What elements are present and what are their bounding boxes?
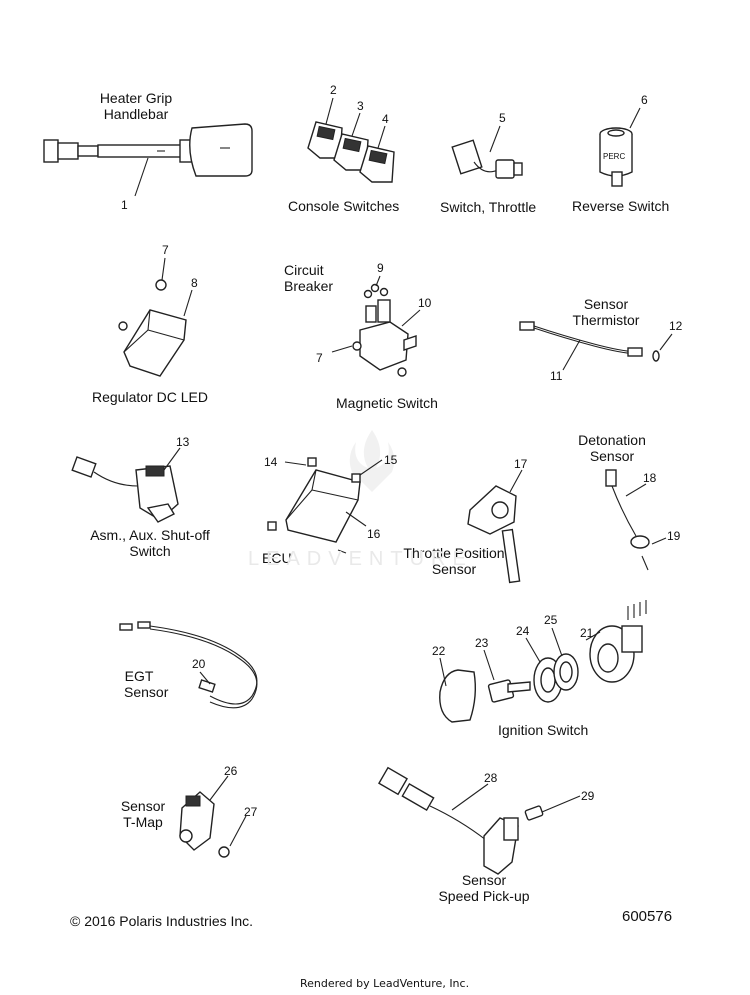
aux-shutoff-switch-part	[71, 456, 179, 523]
callout-8: 8	[191, 276, 198, 290]
label-switch-throttle: Switch, Throttle	[440, 199, 537, 215]
callout-12: 12	[669, 319, 683, 333]
copyright-text: © 2016 Polaris Industries Inc.	[70, 913, 254, 929]
label-detonation-sensor-line1: Detonation	[578, 432, 646, 448]
label-reverse-switch: Reverse Switch	[572, 198, 670, 214]
callout-1: 1	[121, 198, 128, 212]
perc-marking: PERC	[603, 152, 626, 161]
regulator-part	[118, 279, 187, 377]
label-detonation-sensor-line2: Sensor	[589, 448, 635, 464]
callout-24: 24	[516, 624, 530, 638]
label-circuit-breaker: Circuit Breaker	[284, 262, 333, 294]
callout-20: 20	[192, 657, 206, 671]
heater-grip-part	[43, 123, 253, 177]
detonation-sensor-part	[605, 469, 650, 571]
callout-22: 22	[432, 644, 446, 658]
label-tmap-line2: T-Map	[123, 814, 163, 830]
callout-10: 10	[418, 296, 432, 310]
callout-18: 18	[643, 471, 657, 485]
ecu-part	[267, 457, 361, 554]
label-sensor-thermistor: Sensor Thermistor	[566, 296, 646, 328]
label-regulator: Regulator DC LED	[92, 389, 208, 405]
label-egt: EGT Sensor	[124, 668, 169, 700]
callout-25: 25	[544, 613, 558, 627]
callout-29: 29	[581, 789, 595, 803]
rendered-by-text: Rendered by LeadVenture, Inc.	[300, 977, 470, 990]
speed-pickup-sensor-part	[378, 766, 544, 875]
label-aux-shutoff: Asm., Aux. Shut-off Switch	[86, 527, 214, 559]
callout-17: 17	[514, 457, 528, 471]
label-egt-line1: EGT	[124, 668, 154, 684]
console-switches-part	[307, 121, 395, 183]
label-ignition-switch: Ignition Switch	[498, 722, 589, 738]
label-tmap-line1: Sensor	[120, 798, 166, 814]
tmap-sensor-part	[179, 791, 230, 858]
callout-2: 2	[330, 83, 337, 97]
label-aux-shutoff-line1: Asm., Aux. Shut-off	[90, 527, 210, 543]
callout-6: 6	[641, 93, 648, 107]
switch-throttle-part	[451, 139, 523, 179]
callout-16: 16	[367, 527, 381, 541]
label-magnetic-switch: Magnetic Switch	[336, 395, 438, 411]
callout-21: 21	[580, 626, 594, 640]
label-heater-grip-line1: Heater Grip	[99, 90, 173, 106]
label-circuit-breaker-line2: Breaker	[284, 278, 334, 294]
callout-13: 13	[176, 435, 190, 449]
callout-27: 27	[244, 805, 258, 819]
callout-4: 4	[382, 112, 389, 126]
watermark-text: LEADVENTURE	[248, 548, 473, 570]
callout-23: 23	[475, 636, 489, 650]
diagram-number: 600576	[622, 908, 673, 925]
callout-19: 19	[667, 529, 681, 543]
label-heater-grip-line2: Handlebar	[103, 106, 169, 122]
magnetic-switch-part	[352, 283, 417, 377]
label-sensor-thermistor-line1: Sensor	[583, 296, 629, 312]
label-console-switches: Console Switches	[288, 198, 400, 214]
label-aux-shutoff-line2: Switch	[129, 543, 171, 559]
callout-7b: 7	[316, 351, 323, 365]
callout-26: 26	[224, 764, 238, 778]
label-tmap: Sensor T-Map	[116, 798, 170, 830]
label-ecu: ECU	[262, 550, 292, 566]
throttle-position-sensor-part	[467, 485, 521, 584]
label-egt-line2: Sensor	[124, 684, 169, 700]
callout-3: 3	[357, 99, 364, 113]
label-tps: Throttle Position Sensor	[398, 545, 510, 577]
label-circuit-breaker-line1: Circuit	[284, 262, 324, 278]
label-tps-line1: Throttle Position	[403, 545, 505, 561]
callout-5: 5	[499, 111, 506, 125]
callout-9: 9	[377, 261, 384, 275]
callout-14: 14	[264, 455, 278, 469]
label-detonation-sensor: Detonation Sensor	[572, 432, 652, 464]
label-sensor-thermistor-line2: Thermistor	[572, 312, 640, 328]
callout-28: 28	[484, 771, 498, 785]
label-speed-pickup: Sensor Speed Pick-up	[430, 872, 538, 904]
watermark-logo	[349, 430, 395, 492]
ignition-switch-part	[439, 600, 647, 723]
label-tps-line2: Sensor	[431, 561, 477, 577]
label-heater-grip: Heater Grip Handlebar	[84, 90, 188, 122]
callout-15: 15	[384, 453, 398, 467]
callout-11: 11	[550, 369, 563, 383]
callout-7a: 7	[162, 243, 169, 257]
label-speed-pickup-line2: Speed Pick-up	[438, 888, 530, 904]
reverse-switch-part	[599, 127, 633, 187]
label-speed-pickup-line1: Sensor	[461, 872, 507, 888]
sensor-thermistor-part	[519, 321, 660, 362]
